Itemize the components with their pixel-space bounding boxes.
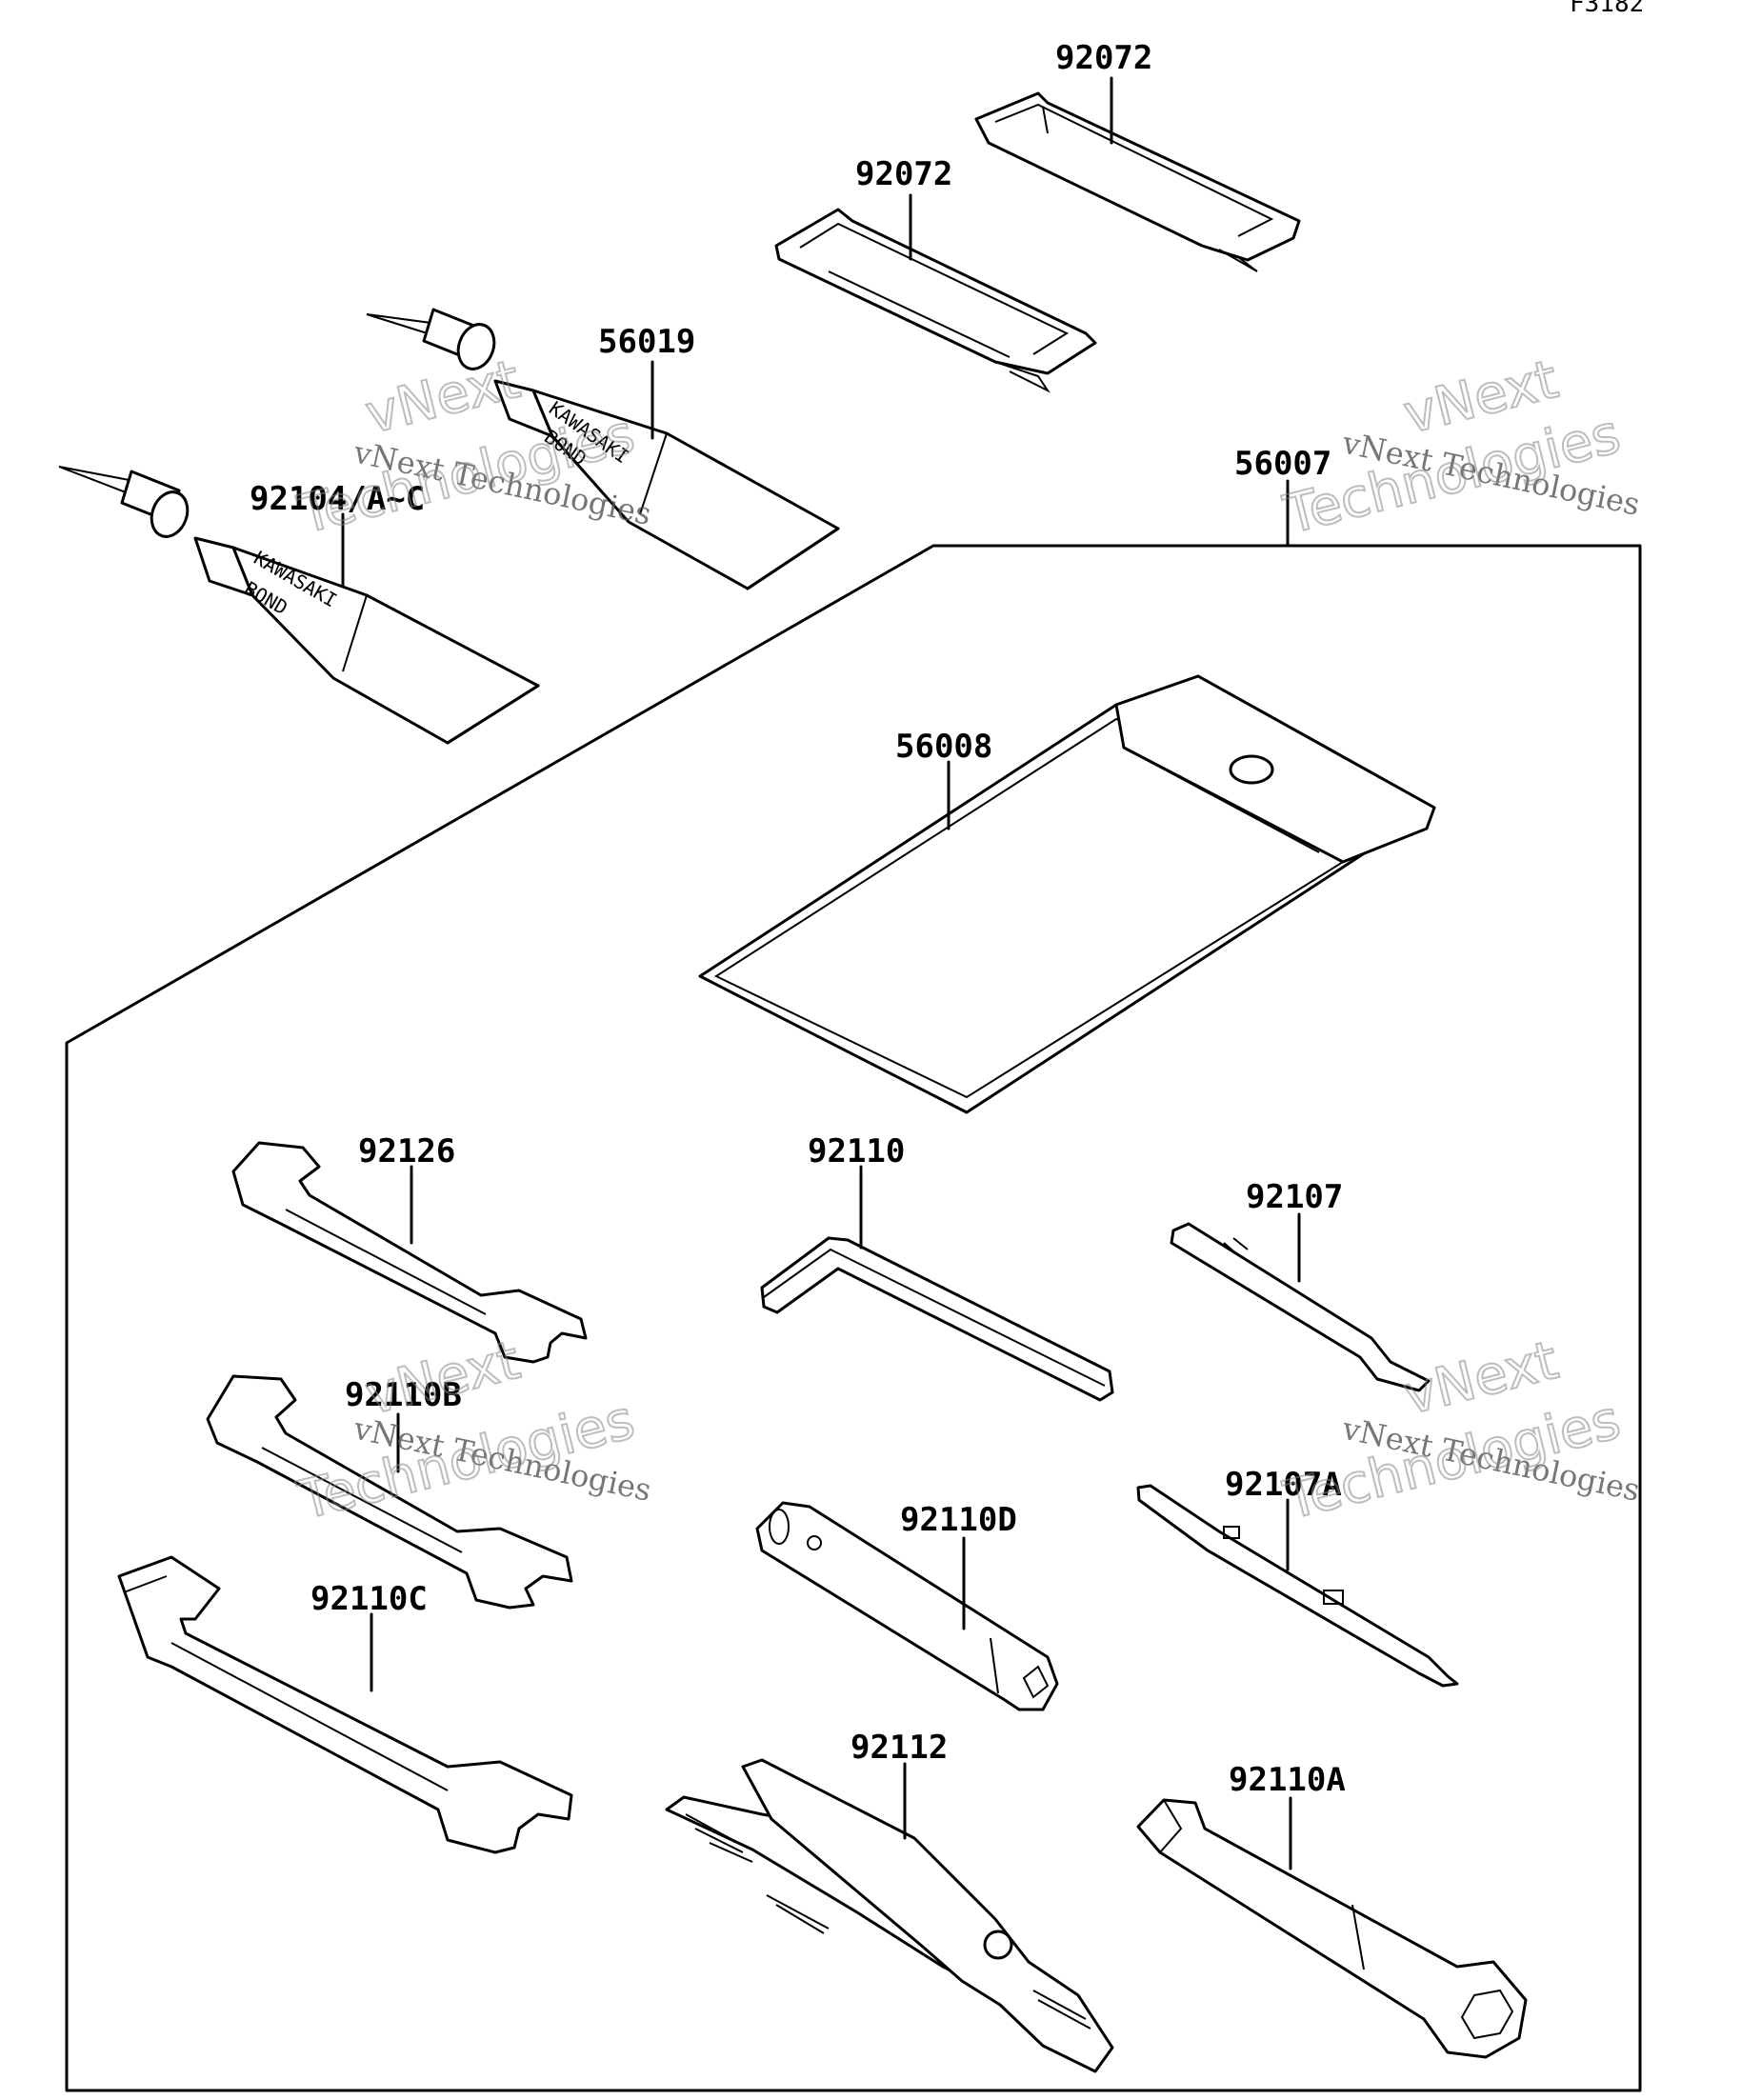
callout-92110a: 92110A (1229, 1761, 1346, 1799)
callout-92110: 92110 (808, 1132, 905, 1170)
callout-92112: 92112 (850, 1729, 948, 1767)
callout-92107: 92107 (1246, 1178, 1343, 1216)
callout-56007: 56007 (1234, 445, 1331, 483)
callout-92110c: 92110C (310, 1580, 428, 1618)
watermark-4: vNext Technologies vNext Technologies (1277, 1329, 1643, 1533)
callout-92107a: 92107A (1225, 1466, 1342, 1504)
watermark-1: vNext Technologies vNext Technologies (291, 348, 654, 548)
tool-case-56008[interactable] (698, 674, 1436, 1114)
hex-key-92110[interactable] (760, 1236, 1114, 1402)
screwdriver-92107[interactable] (1170, 1222, 1431, 1392)
callout-92104: 92104/A~C (250, 480, 425, 518)
strap-92072-lower[interactable] (774, 208, 1097, 393)
pliers-92112[interactable] (665, 1758, 1114, 2073)
callout-92110d: 92110D (900, 1501, 1017, 1539)
callout-92110b: 92110B (345, 1376, 462, 1414)
bond-tube-92104[interactable]: KAWASAKI BOND (58, 466, 540, 745)
callout-56008: 56008 (895, 728, 992, 766)
callout-56019: 56019 (598, 323, 695, 361)
wrench-92110b[interactable] (206, 1374, 573, 1610)
wrench-92126[interactable] (231, 1141, 588, 1364)
bond-tube-56019[interactable]: KAWASAKI BOND (366, 308, 840, 590)
screwdriver-92107a[interactable] (1136, 1484, 1459, 1688)
svg-text:vNext: vNext (360, 349, 526, 447)
strap-92072-top[interactable] (974, 91, 1301, 272)
callout-92072-top: 92072 (1055, 39, 1152, 77)
box-wrench-92110d[interactable] (755, 1501, 1059, 1711)
figure-code: F3182 (1570, 0, 1644, 18)
watermark-3: vNext Technologies vNext Technologies (291, 1329, 654, 1533)
callout-92126: 92126 (358, 1132, 455, 1170)
svg-text:Technologies: Technologies (292, 403, 641, 546)
tool-kit-56007-frame (65, 479, 1642, 2092)
callout-92072-lower: 92072 (855, 155, 952, 193)
box-wrench-92110a[interactable] (1136, 1798, 1528, 2059)
wrench-92110c[interactable] (117, 1555, 573, 1854)
watermark-2: vNext Technologies vNext Technologies (1277, 348, 1643, 548)
